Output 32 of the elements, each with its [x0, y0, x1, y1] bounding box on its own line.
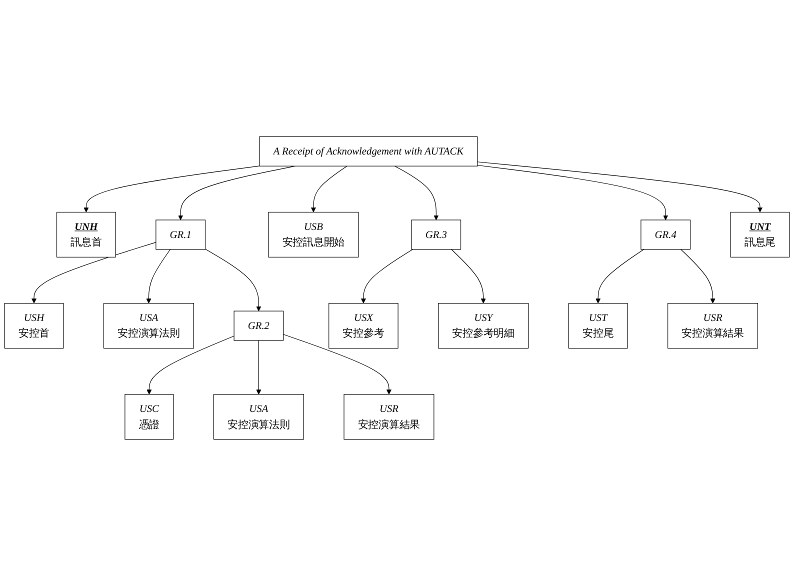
arrow [146, 336, 234, 395]
node-box: USR 安控演算結果 [668, 302, 758, 349]
node-box: GR.1 [156, 220, 206, 250]
node-box: GR.3 [411, 220, 462, 250]
arrow [394, 166, 439, 220]
arrow [310, 166, 348, 212]
node-box: GR.4 [640, 220, 691, 250]
arrow [283, 334, 392, 395]
node-box: USH 安控首 [4, 302, 64, 349]
arrow [204, 248, 262, 312]
arrow [256, 340, 262, 395]
arrow [451, 249, 486, 304]
node-box: GR.2 [234, 310, 284, 341]
arrow [477, 162, 763, 212]
node-box: USC 憑證 [124, 394, 174, 440]
node-box: USB 安控訊息開始 [268, 212, 359, 258]
arrow [680, 249, 716, 304]
arrow [84, 166, 260, 212]
node-box: A Receipt of Acknowledgement with AUTACK [259, 136, 478, 166]
arrow [360, 249, 413, 304]
arrow [146, 249, 171, 304]
arrow [31, 242, 156, 304]
node-box: UNH 訊息首 [56, 212, 116, 258]
node-box: UNT 訊息尾 [730, 212, 790, 258]
node-box: USA 安控演算法則 [103, 302, 194, 349]
node-box: UST 安控尾 [568, 302, 628, 349]
arrow [477, 164, 668, 220]
node-box: USR 安控演算結果 [344, 394, 434, 440]
node-box: USY 安控參考明細 [438, 302, 529, 349]
node-box: USA 安控演算法則 [213, 394, 304, 440]
arrow [596, 249, 644, 304]
node-box: USX 安控參考 [328, 302, 398, 349]
